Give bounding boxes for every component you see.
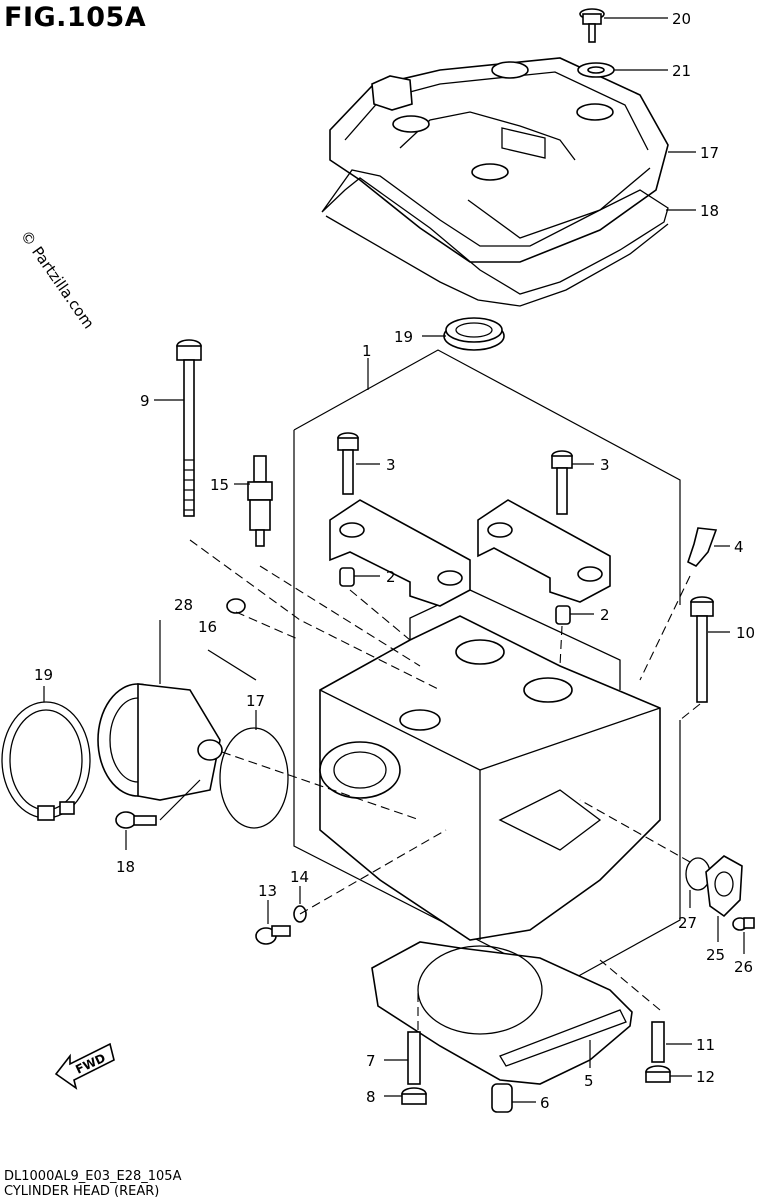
callout-3-right: 3	[600, 456, 610, 474]
intake-clamp[interactable]	[1, 701, 91, 821]
dowel-pin-left[interactable]	[339, 567, 355, 587]
fwd-arrow: FWD	[54, 1042, 115, 1090]
cylinder-head[interactable]	[319, 589, 661, 941]
callout-28: 28	[174, 596, 193, 614]
callout-22: 19	[394, 328, 413, 346]
callout-18: 18	[116, 858, 135, 876]
cylinder-head-gasket[interactable]	[371, 941, 633, 1085]
callout-3-left: 3	[386, 456, 396, 474]
long-bolt-9[interactable]	[176, 339, 202, 517]
cover-bolt-gasket[interactable]	[577, 62, 615, 78]
bolt-10[interactable]	[690, 596, 714, 703]
stud-7[interactable]	[407, 1031, 421, 1085]
callout-15: 15	[210, 476, 229, 494]
dowel-6[interactable]	[491, 1083, 513, 1113]
callout-11: 11	[696, 1036, 715, 1054]
o-ring[interactable]	[219, 727, 289, 829]
nut-8[interactable]	[401, 1087, 427, 1105]
cylinder-head-cover[interactable]	[329, 57, 669, 263]
spark-plug[interactable]	[247, 455, 273, 547]
callout-13: 13	[258, 882, 277, 900]
washer-28[interactable]	[226, 598, 246, 614]
nut-12[interactable]	[645, 1065, 671, 1083]
callout-2-left: 2	[386, 568, 396, 586]
callout-26: 26	[734, 958, 753, 976]
camshaft-cap-right[interactable]	[477, 499, 611, 603]
camshaft-cap-left[interactable]	[329, 499, 471, 607]
callout-1: 1	[362, 342, 372, 360]
callout-9: 9	[140, 392, 150, 410]
cover-bolt[interactable]	[579, 8, 605, 43]
callout-19-visible: 19	[34, 666, 53, 684]
stud-11[interactable]	[651, 1021, 665, 1063]
bolt-13[interactable]	[255, 925, 291, 945]
callout-7: 7	[366, 1052, 376, 1070]
callout-24: 21	[672, 62, 691, 80]
cap-bolt-right[interactable]	[551, 450, 573, 515]
figure-title: FIG.105A	[4, 2, 147, 33]
callout-10: 10	[736, 624, 755, 642]
callout-21: 18	[700, 202, 719, 220]
callout-5: 5	[584, 1072, 594, 1090]
callout-8: 8	[366, 1088, 376, 1106]
callout-14: 14	[290, 868, 309, 886]
callout-4: 4	[734, 538, 744, 556]
callout-17-visible: 17	[246, 692, 265, 710]
cover-plate-25[interactable]	[705, 855, 743, 918]
callout-27: 27	[678, 914, 697, 932]
callout-6: 6	[540, 1094, 550, 1112]
tube-seal[interactable]	[443, 317, 505, 351]
callout-23: 20	[672, 10, 691, 28]
guide-pin[interactable]	[687, 527, 718, 567]
callout-2-right: 2	[600, 606, 610, 624]
intake-pipe[interactable]	[97, 683, 223, 801]
callout-20: 17	[700, 144, 719, 162]
cap-bolt-left[interactable]	[337, 432, 359, 495]
intake-screw[interactable]	[115, 811, 157, 829]
dowel-pin-right[interactable]	[555, 605, 571, 625]
callout-25: 25	[706, 946, 725, 964]
diagram-name: CYLINDER HEAD (REAR)	[4, 1184, 160, 1199]
head-cover-gasket[interactable]	[321, 169, 669, 295]
callout-16: 16	[198, 618, 217, 636]
callout-12: 12	[696, 1068, 715, 1086]
bolt-26[interactable]	[732, 917, 755, 931]
diagram-code: DL1000AL9_E03_E28_105A	[4, 1169, 182, 1184]
leader-lines	[43, 17, 745, 1103]
watermark: © Partzilla.com	[17, 227, 98, 332]
